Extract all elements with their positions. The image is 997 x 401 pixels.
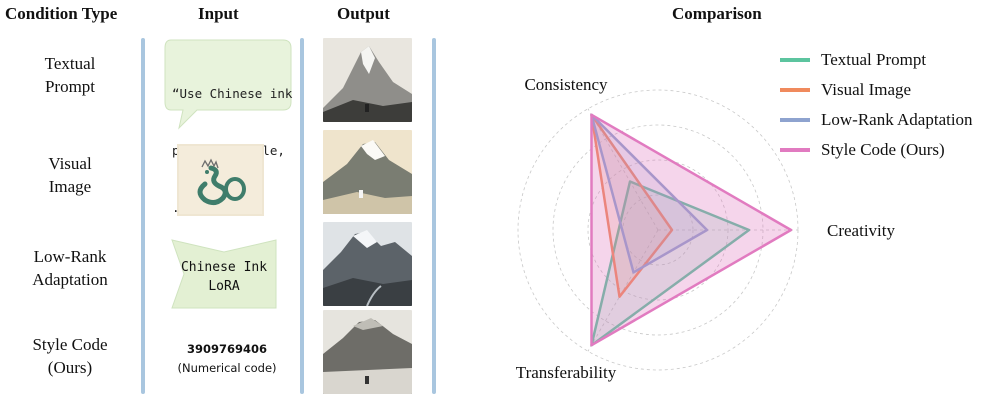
row-label-line: Low-Rank xyxy=(33,247,107,266)
axis-label-creativity: Creativity xyxy=(827,221,895,240)
lora-line: LoRA xyxy=(208,279,240,294)
header-condition-type: Condition Type xyxy=(5,4,118,23)
legend-swatch xyxy=(780,148,810,152)
divider-right xyxy=(432,38,436,394)
row-label-visual-image: Visual Image xyxy=(0,152,140,198)
radar-spoke xyxy=(587,108,659,231)
divider-left xyxy=(141,38,145,394)
lora-shape xyxy=(171,239,277,309)
output-image-style-code xyxy=(323,310,412,394)
radar-ring xyxy=(587,159,729,301)
legend-swatch xyxy=(780,88,810,92)
radar-series-textual-prompt xyxy=(590,180,751,347)
legend-label: Low-Rank Adaptation xyxy=(821,110,973,129)
divider-middle xyxy=(300,38,304,394)
style-code-value: 3909769406 (Numerical code) xyxy=(163,340,291,378)
radar-series-visual-image xyxy=(590,113,674,298)
prompt-line: “Use Chinese ink xyxy=(172,86,293,101)
axis-label-consistency: Consistency xyxy=(524,75,608,94)
legend-label: Style Code (Ours) xyxy=(821,140,945,159)
output-image-textual-prompt xyxy=(323,38,412,122)
row-label-line: Textual xyxy=(44,54,96,73)
row-label-line: (Ours) xyxy=(47,358,93,377)
legend-item-textual-prompt: Textual Prompt xyxy=(780,48,926,72)
legend-item-low-rank-adaptation: Low-Rank Adaptation xyxy=(780,108,973,132)
code-caption: (Numerical code) xyxy=(177,361,277,375)
legend-item-visual-image: Visual Image xyxy=(780,78,911,102)
radar-series-low-rank-adaptation xyxy=(590,113,709,274)
row-label-textual-prompt: Textual Prompt xyxy=(0,52,140,98)
legend-label: Textual Prompt xyxy=(821,50,927,69)
row-label-style-code: Style Code (Ours) xyxy=(0,333,140,379)
legend-swatch xyxy=(780,118,810,122)
legend-item-style-code: Style Code (Ours) xyxy=(780,138,945,162)
lora-label: Chinese Ink LoRA xyxy=(170,258,278,296)
legend-label: Visual Image xyxy=(821,80,912,99)
code-number: 3909769406 xyxy=(186,342,268,356)
legend-swatch xyxy=(780,58,810,62)
row-label-line: Image xyxy=(48,177,92,196)
row-label-line: Visual xyxy=(48,154,92,173)
row-label-line: Adaptation xyxy=(32,270,108,289)
radar-chart: Consistency Creativity Transferability xyxy=(516,75,896,382)
row-label-line: Style Code xyxy=(32,335,108,354)
prompt-speech-bubble xyxy=(164,39,292,130)
output-image-low-rank-adaptation xyxy=(323,222,412,306)
row-label-low-rank-adaptation: Low-Rank Adaptation xyxy=(0,245,140,291)
header-comparison: Comparison xyxy=(672,4,762,23)
lora-line: Chinese Ink xyxy=(180,260,268,275)
output-image-visual-image xyxy=(323,130,412,214)
header-input: Input xyxy=(198,4,239,23)
radar-spoke xyxy=(587,229,659,352)
header-output: Output xyxy=(337,4,390,23)
row-label-line: Prompt xyxy=(44,77,96,96)
axis-label-transferability: Transferability xyxy=(516,363,617,382)
radar-series-style-code xyxy=(590,113,793,347)
visual-image-snake xyxy=(177,144,264,216)
